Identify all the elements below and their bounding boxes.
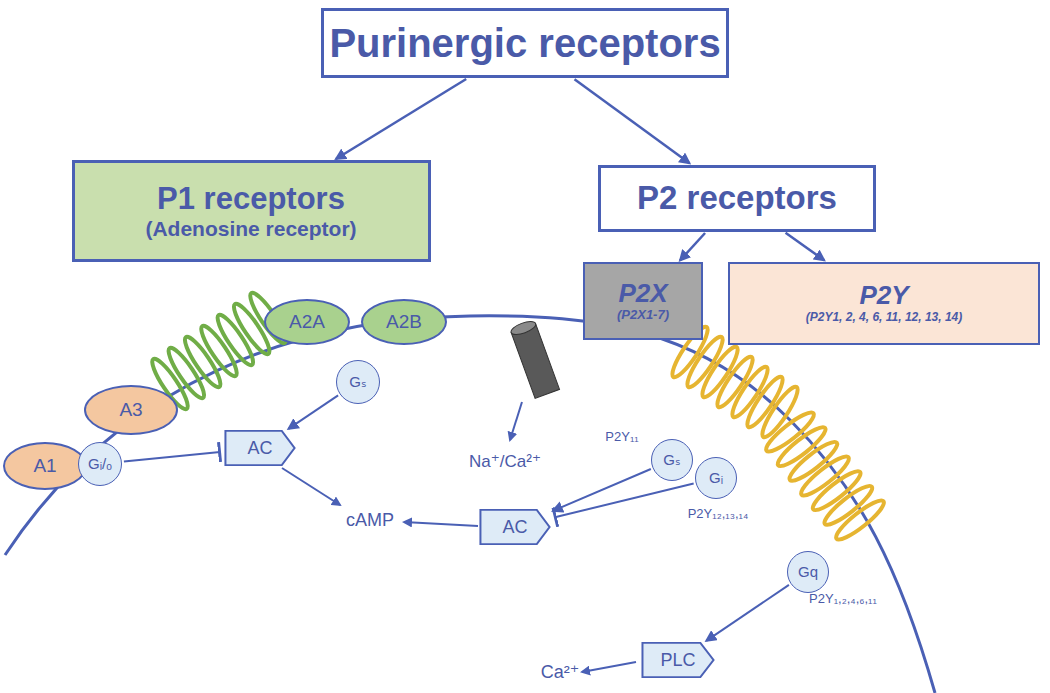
- node-title: AC: [247, 438, 272, 459]
- p2x-channel: [509, 319, 559, 398]
- camp-arrow: [282, 468, 340, 505]
- receptor-class-box: P2X(P2X1-7): [583, 262, 703, 340]
- arrow-connector: [574, 79, 689, 163]
- receptor-class-box: P2Y(P2Y1, 2, 4, 6, 11, 12, 13, 14): [728, 262, 1040, 345]
- arrow-connector: [288, 395, 338, 428]
- node-title: AC: [502, 517, 527, 538]
- g-protein-circle: Gᵢ: [695, 457, 737, 499]
- node-title: Gₛ: [349, 373, 366, 390]
- receptor-subtype-label: P2Y₁₂,₁₃,₁₄: [688, 507, 749, 521]
- node-title: A3: [119, 399, 142, 421]
- g-protein-circle: Gq: [787, 551, 829, 593]
- node-subtitle: (P2X1-7): [617, 308, 669, 323]
- node-title: P2X: [618, 279, 667, 309]
- node-title: Gᵢ/ₒ: [88, 455, 112, 472]
- enzyme-shape: PLC: [641, 642, 715, 678]
- enzyme-shape: AC: [479, 509, 551, 545]
- node-title: A1: [33, 455, 56, 477]
- receptor-ellipse: A1: [3, 442, 87, 490]
- node-title: A2A: [289, 311, 325, 333]
- node-title: P2 receptors: [637, 179, 837, 217]
- node-subtitle: (P2Y1, 2, 4, 6, 11, 12, 13, 14): [806, 311, 963, 325]
- node-title: P2Y: [859, 281, 908, 311]
- calcium-arrow: [582, 662, 636, 672]
- node-title: Gᵢ: [709, 469, 723, 486]
- receptor-subtype-label: P2Y₁,₂,₄,₆,₁₁: [809, 592, 877, 606]
- arrow-connector: [336, 79, 466, 159]
- cell-membrane: [5, 316, 935, 693]
- receptor-subtype-label: P2Y₁₁: [605, 430, 638, 444]
- arrow-connector: [786, 233, 825, 261]
- inhibition-connector: [124, 452, 220, 462]
- g-protein-circle: Gₛ: [651, 439, 693, 481]
- g-protein-circle: Gₛ: [336, 360, 380, 404]
- category-box: P2 receptors: [598, 165, 876, 232]
- arrow-connector: [553, 469, 651, 511]
- node-title: Gq: [798, 563, 818, 580]
- messenger-label: cAMP: [346, 511, 394, 531]
- node-title: P1 receptors: [157, 181, 345, 217]
- inhibition-connector: [555, 483, 694, 517]
- receptor-ellipse: A2B: [361, 299, 447, 345]
- ion-label: Na⁺/Ca²⁺: [469, 453, 541, 472]
- g-protein-circle: Gᵢ/ₒ: [78, 442, 122, 486]
- node-title: Gₛ: [663, 451, 680, 468]
- node-title: PLC: [660, 650, 695, 671]
- node-title: Purinergic receptors: [329, 20, 720, 66]
- arrow-connector: [706, 585, 789, 641]
- category-box: P1 receptors(Adenosine receptor): [72, 160, 431, 262]
- ion-flow-arrow: [510, 402, 522, 440]
- node-title: A2B: [386, 311, 422, 333]
- title-box: Purinergic receptors: [321, 8, 728, 78]
- arrow-connector: [680, 233, 705, 261]
- node-subtitle: (Adenosine receptor): [145, 217, 356, 241]
- receptor-ellipse: A2A: [264, 299, 350, 345]
- helix-loop: [832, 496, 888, 544]
- enzyme-shape: AC: [224, 430, 296, 466]
- ion-label: Ca²⁺: [541, 663, 580, 683]
- camp-arrow: [404, 522, 478, 526]
- receptor-ellipse: A3: [84, 385, 178, 435]
